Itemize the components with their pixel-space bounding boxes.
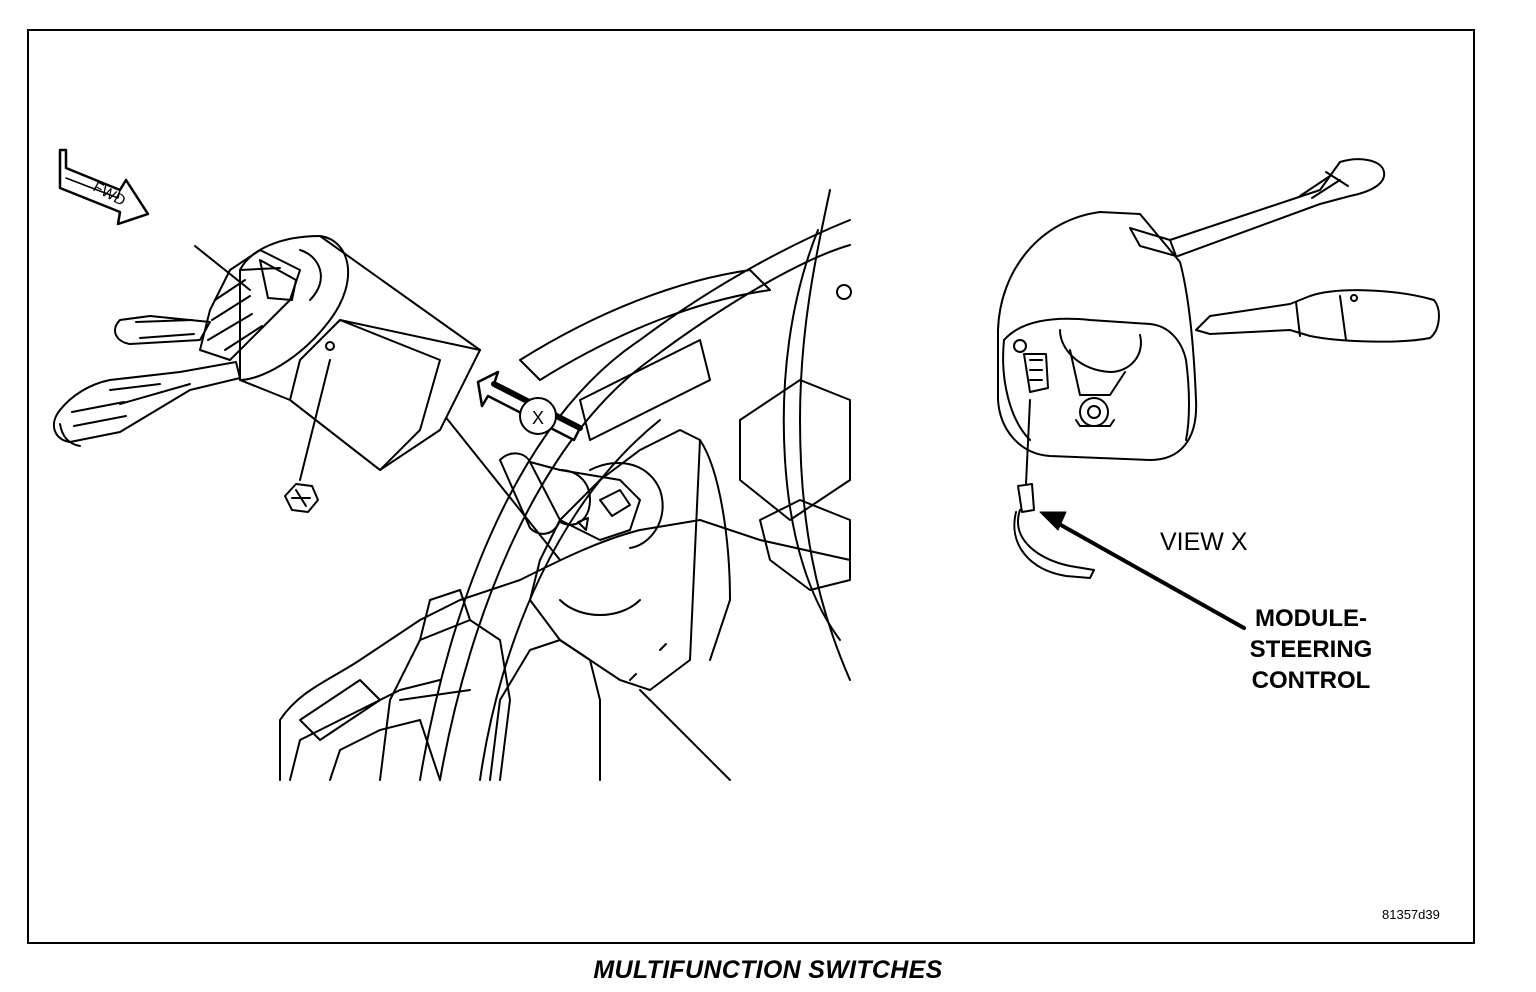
- removal-arrow-icon: X: [476, 370, 583, 442]
- dashboard-cluster: [279, 429, 851, 781]
- multifunction-switch-right: [997, 158, 1440, 461]
- figure-caption: MULTIFUNCTION SWITCHES: [593, 956, 943, 984]
- view-x-label: VIEW X: [1160, 528, 1248, 556]
- steering-control-module: [1013, 399, 1095, 579]
- module-label-line-2: STEERING: [1249, 636, 1373, 663]
- fwd-arrow-icon: FWD: [58, 148, 150, 226]
- module-steering-control-label: MODULE- STEERING CONTROL: [1238, 603, 1384, 696]
- steering-wheel: [419, 189, 852, 781]
- pointer-arrow-icon: [1039, 511, 1246, 630]
- figure-frame: [27, 29, 1475, 944]
- figure-number: 81357d39: [1382, 907, 1440, 922]
- screw-icon: [284, 359, 331, 513]
- module-label-line-1: MODULE-: [1255, 605, 1367, 632]
- svg-text:X: X: [532, 408, 544, 428]
- multifunction-switch-left: [52, 235, 481, 471]
- module-label-line-3: CONTROL: [1251, 667, 1371, 694]
